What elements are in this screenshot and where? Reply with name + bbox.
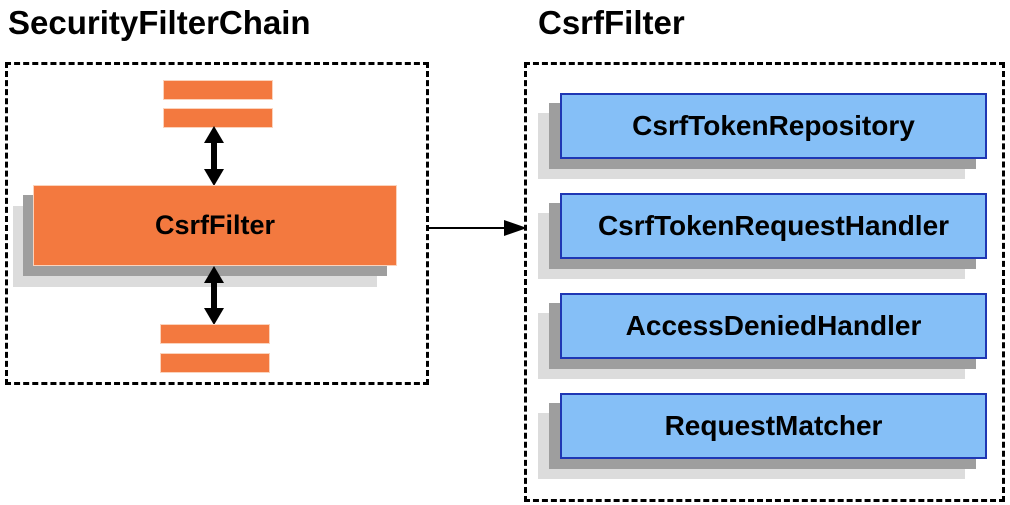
csrf-filter-box-label: CsrfFilter (154, 210, 276, 240)
security-filter-chain-container (5, 62, 429, 385)
filter-placeholder-bar (160, 324, 270, 344)
connector-arrow-icon (429, 219, 527, 237)
component-label: AccessDeniedHandler (625, 310, 922, 341)
component-box-access-denied-handler: AccessDeniedHandler (560, 293, 987, 359)
security-filter-chain-title: SecurityFilterChain (8, 4, 311, 41)
component-box-csrf-token-request-handler: CsrfTokenRequestHandler (560, 193, 987, 259)
csrf-filter-title: CsrfFilter (538, 4, 685, 41)
filter-placeholder-bar (163, 80, 273, 100)
component-label: RequestMatcher (664, 410, 883, 441)
component-box-request-matcher: RequestMatcher (560, 393, 987, 459)
filter-placeholder-bar (163, 108, 273, 128)
csrf-filter-container (524, 62, 1005, 502)
component-label: CsrfTokenRequestHandler (597, 210, 950, 241)
csrf-filter-box: CsrfFilter (33, 185, 397, 266)
filter-placeholder-bar (160, 353, 270, 373)
vertical-double-arrow-icon (201, 126, 227, 186)
component-label: CsrfTokenRepository (632, 110, 915, 141)
component-box-csrf-token-repository: CsrfTokenRepository (560, 93, 987, 159)
vertical-double-arrow-icon (201, 266, 227, 325)
